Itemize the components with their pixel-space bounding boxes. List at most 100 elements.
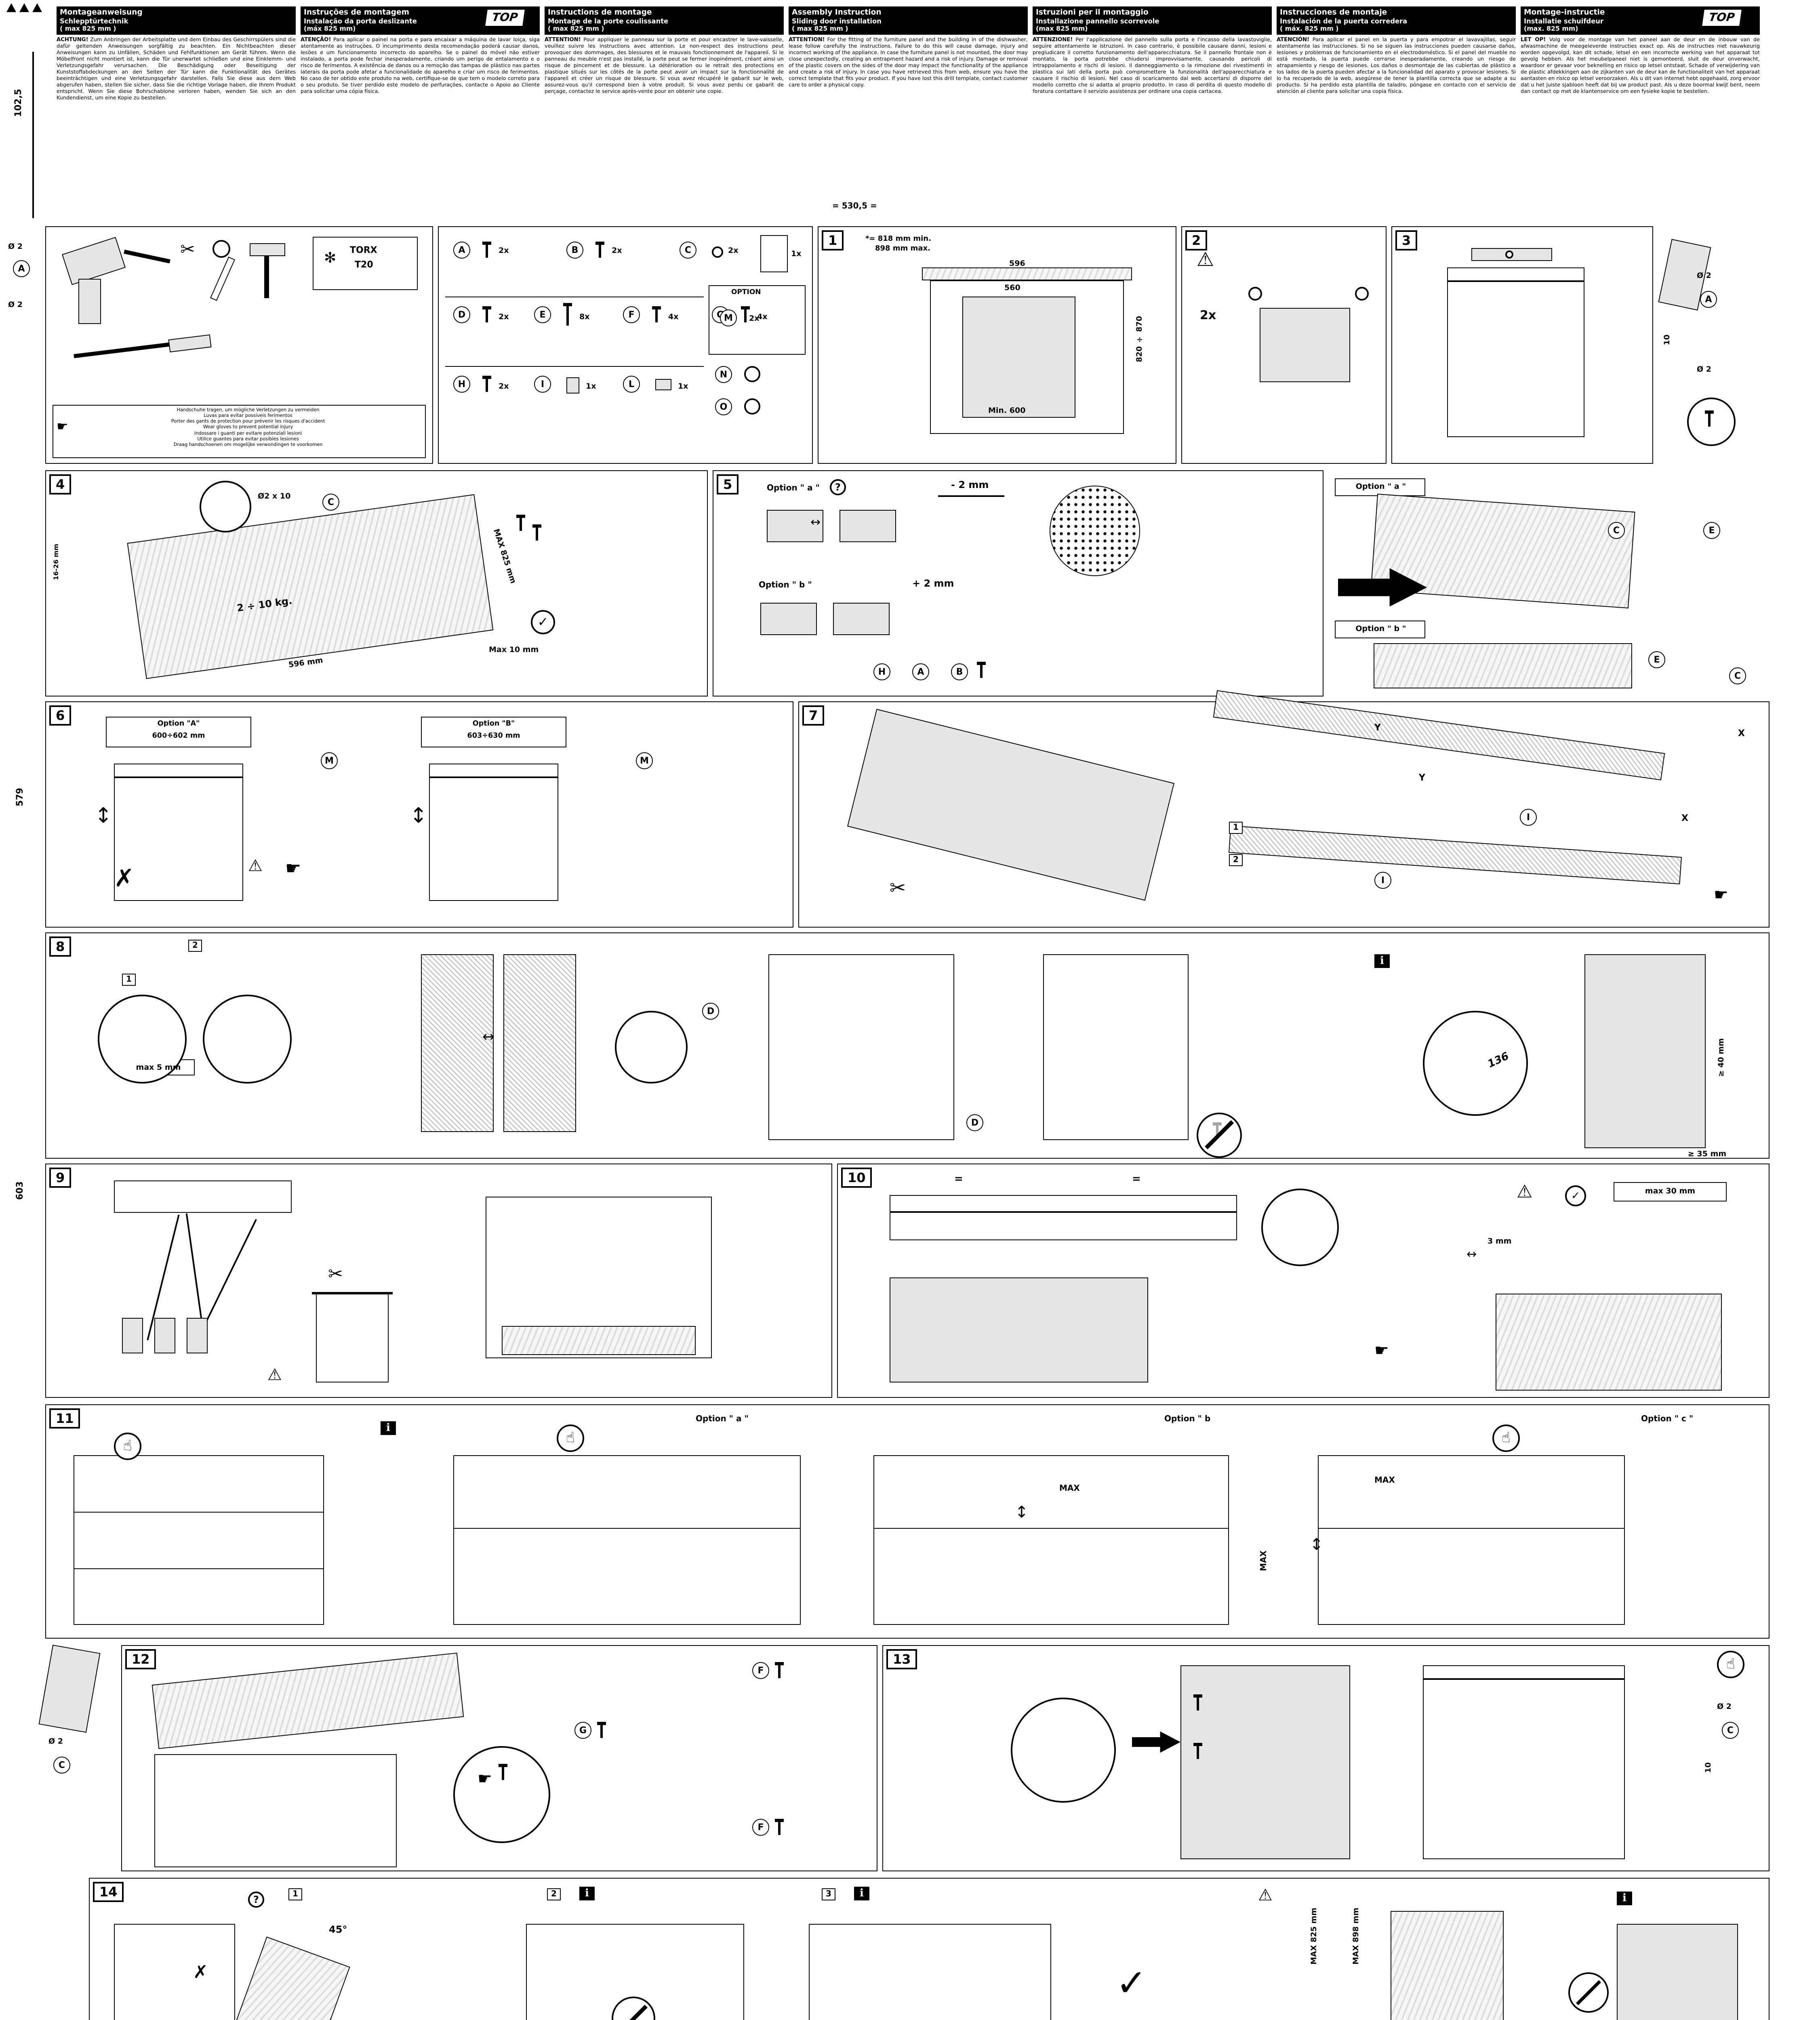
warning-icon — [267, 1366, 282, 1382]
lang-column-nl: Montage-instructie Installatie schuifdeu… — [1521, 6, 1760, 95]
part-circle-m: M — [636, 752, 653, 769]
screw-icon — [1194, 1743, 1202, 1759]
dim-10: 10 — [1704, 1762, 1713, 1773]
substep-1: 1 — [288, 1888, 302, 1900]
part-circle-c: C — [680, 242, 696, 259]
dim-603: 603 — [15, 1181, 25, 1200]
screwdriver-shaft-icon — [74, 342, 170, 358]
print-mark-icon — [6, 3, 16, 12]
part-circle-d: D — [966, 1114, 983, 1131]
niche-opening-sketch — [962, 297, 1075, 418]
part-circle-a: A — [1700, 291, 1717, 308]
drill-handle-icon — [78, 279, 101, 324]
question-circle — [248, 1892, 264, 1908]
part-circle-h: H — [453, 376, 470, 393]
ring-icon — [744, 366, 760, 382]
step-13-panel: 13 Ø 2 C 10 — [882, 1645, 1770, 1871]
part-circle-b: B — [566, 242, 583, 259]
part-circle-m: M — [321, 752, 338, 769]
appliance-sketch — [1260, 308, 1350, 382]
dim-530-5-top: = 530,5 = — [832, 202, 877, 211]
weight-sketch — [154, 1318, 175, 1353]
equal-icon — [954, 1174, 963, 1185]
part-circle-e: E — [534, 306, 551, 323]
drill-icon — [62, 237, 126, 285]
thumbs-up-circle — [114, 1433, 141, 1460]
hinge-sketch — [840, 510, 896, 542]
mechanism-sketch — [890, 1277, 1148, 1382]
question-circle — [830, 479, 846, 495]
divider — [445, 366, 704, 367]
max-label: MAX — [1260, 1551, 1269, 1571]
substep-1: 1 — [122, 974, 136, 986]
screw-icon — [741, 306, 749, 322]
warning-icon — [248, 857, 263, 873]
info-icon — [1617, 1892, 1632, 1905]
cabinet-sketch — [154, 1754, 397, 1867]
dim-drill-2: Ø 2 — [8, 242, 23, 251]
thumbs-up-circle — [557, 1425, 584, 1452]
washer-icon — [712, 246, 723, 258]
part-circle-e: E — [1703, 522, 1720, 539]
torx-bit-icon — [324, 251, 336, 266]
up-down-arrow-icon — [1015, 1504, 1029, 1520]
part-circle-o: O — [715, 398, 732, 415]
step-number: 8 — [49, 936, 72, 957]
screw-icon — [517, 515, 525, 531]
screw-icon — [483, 242, 491, 258]
dim-max-825: MAX 825 mm — [1310, 1908, 1319, 1965]
part-circle-n: N — [715, 366, 732, 383]
thumbs-up-icon — [566, 1431, 575, 1446]
screw-icon — [652, 306, 661, 322]
tilted-panel-sketch — [847, 709, 1175, 901]
option-a-label: Option " a " — [696, 1415, 749, 1424]
lang-column-de: Montageanweisung Schlepptürtechnik ( max… — [57, 6, 296, 101]
part-circle-c: C — [1608, 522, 1625, 539]
lang-column-es: Instrucciones de montaje Instalación de … — [1277, 6, 1516, 95]
pointing-hand-icon — [478, 1770, 492, 1786]
step-number: 1 — [822, 230, 844, 250]
countertop-sketch — [151, 1652, 464, 1749]
qty-2x: 2x — [1200, 308, 1216, 322]
dim-y: Y — [1374, 722, 1381, 733]
zoom-detail-circle — [203, 995, 292, 1084]
wall-section-sketch — [1584, 954, 1706, 1148]
lang-title: Montageanweisung — [60, 8, 143, 17]
part-circle-m: M — [720, 309, 737, 326]
warning-icon — [1197, 250, 1214, 269]
tools-panel: TORX T20 Handschuhe tragen, um mögliche … — [45, 226, 433, 464]
zoom-detail-circle — [98, 995, 187, 1084]
step-number: 13 — [886, 1649, 917, 1669]
part-circle-f: F — [752, 1662, 769, 1679]
option-a-box: Option " a " — [1335, 478, 1425, 496]
part-qty: 2x — [749, 314, 760, 323]
step-4-panel: 4 16-26 mm Ø2 x 10 C 2 ÷ 10 kg. MAX 825 … — [45, 470, 708, 696]
pointing-hand-icon — [1374, 1342, 1389, 1358]
check-icon — [1571, 1191, 1580, 1201]
warning-icon — [1517, 1184, 1532, 1201]
up-down-arrow-icon — [410, 806, 427, 827]
dishwasher-front-sketch — [114, 764, 243, 901]
rack-line — [74, 1512, 324, 1513]
step-11-panel: 11 Option " a " Option " b Option " c " … — [45, 1404, 1770, 1639]
scissors-icon — [328, 1266, 343, 1284]
warning-icon — [1258, 1887, 1273, 1903]
dim-drill-2: Ø 2 — [1697, 365, 1711, 374]
option-b-label: Option " b — [1164, 1415, 1211, 1424]
panel-sketch — [1496, 1294, 1722, 1391]
rack-line — [1318, 1528, 1625, 1529]
person-icon — [1248, 287, 1262, 301]
step-9-panel: 9 — [45, 1164, 832, 1398]
dim-579: 579 — [15, 788, 25, 806]
substep-1: 1 — [1229, 822, 1243, 834]
option-a-label: Option " a " — [767, 484, 820, 493]
cross-icon — [193, 1964, 208, 1982]
option-b-range-box: Option "B" 603÷630 mm — [421, 717, 566, 747]
slide-rail-sketch — [890, 1195, 1237, 1240]
option-b-box: Option " b " — [1335, 621, 1425, 638]
arrow-icon — [810, 516, 821, 528]
dim-3mm: 3 mm — [1488, 1237, 1512, 1246]
dim-plus-2mm: + 2 mm — [912, 578, 954, 589]
wrench-shaft-icon — [210, 257, 235, 301]
